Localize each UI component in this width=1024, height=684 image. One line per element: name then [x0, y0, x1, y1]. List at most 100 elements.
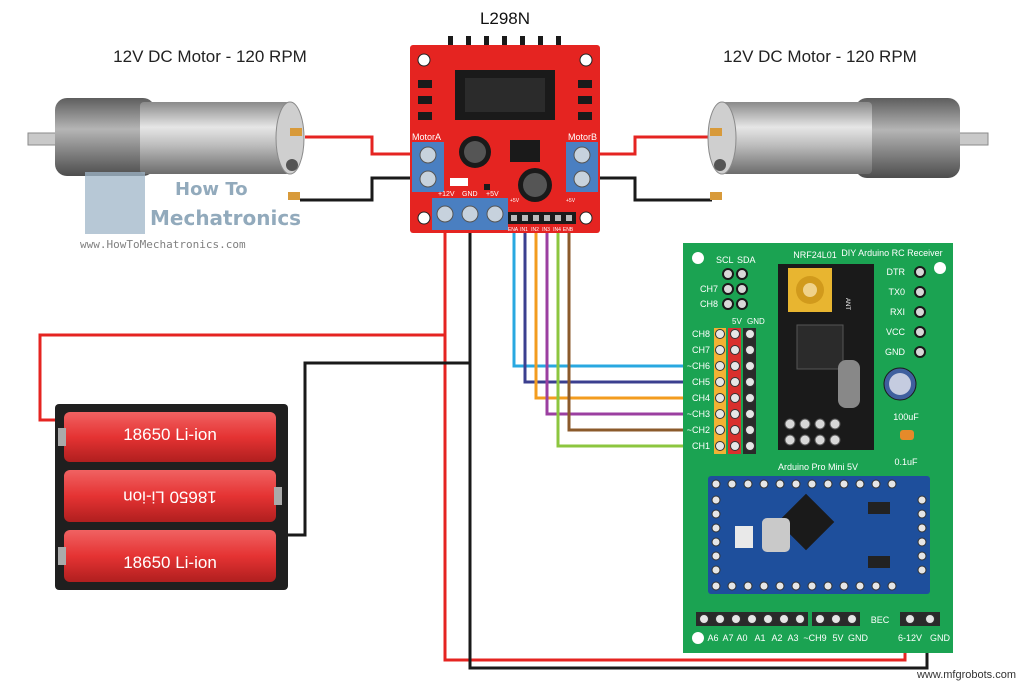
receiver-sda-label: SDA — [737, 255, 756, 265]
power-pin — [925, 614, 935, 624]
pro-mini-pin — [917, 523, 927, 533]
wires — [38, 135, 929, 670]
serial-pin-label: TX0 — [888, 287, 905, 297]
battery-pack: 18650 Li-ion 18650 Li-ion 18650 Li-ion — [55, 404, 288, 590]
bottom-pin — [779, 614, 789, 624]
wire-in2 — [534, 228, 690, 400]
bottom-pin — [731, 614, 741, 624]
wire-motor-left-red — [305, 135, 415, 156]
pro-mini-pin — [743, 479, 753, 489]
bottom-pin-label: A6 — [707, 633, 718, 643]
bottom-pin — [747, 614, 757, 624]
nrf-label: NRF24L01 — [793, 250, 837, 260]
driver-12v-label: +12V — [438, 191, 455, 198]
pro-mini-pin — [887, 581, 897, 591]
nrf-pin — [784, 434, 796, 446]
bottom-pin — [763, 614, 773, 624]
nrf-pin — [814, 418, 826, 430]
battery-cell-2: 18650 Li-ion — [64, 470, 282, 522]
pro-mini-pin — [711, 495, 721, 505]
pro-mini-pin — [711, 537, 721, 547]
motor-right: 12V DC Motor - 120 RPM — [707, 47, 989, 200]
driver-pin-in4: IN4 — [553, 227, 561, 233]
serial-pin — [914, 306, 926, 318]
watermark-url: www.HowToMechatronics.com — [80, 238, 246, 251]
arduino-pro-mini — [708, 476, 930, 594]
serial-pin — [914, 346, 926, 358]
battery-cell-3: 18650 Li-ion — [58, 530, 276, 582]
pro-mini-label: Arduino Pro Mini 5V — [778, 462, 858, 472]
pro-mini-pin — [871, 479, 881, 489]
bottom-pin-label: GND — [848, 633, 869, 643]
channel-label: CH5 — [692, 377, 710, 387]
driver-pin-enb: ENB — [563, 227, 574, 233]
channel-pin — [715, 409, 725, 419]
channel-pin — [745, 345, 755, 355]
pro-mini-pin — [727, 479, 737, 489]
channel-pin — [715, 361, 725, 371]
motor-left: 12V DC Motor - 120 RPM — [27, 47, 307, 200]
bottom-pin — [847, 614, 857, 624]
driver-pin-in2: IN2 — [531, 227, 539, 233]
power-pin — [905, 614, 915, 624]
pro-mini-pin — [917, 565, 927, 575]
wire-motor-right-red — [600, 135, 712, 156]
driver-motor-b-label: MotorB — [568, 132, 597, 142]
pro-mini-pin — [855, 479, 865, 489]
pro-mini-pin — [839, 479, 849, 489]
credit-text: www.mfgrobots.com — [916, 669, 1016, 681]
motor-left-title: 12V DC Motor - 120 RPM — [113, 47, 307, 66]
receiver-scl-label: SCL — [716, 255, 734, 265]
pro-mini-pin — [917, 509, 927, 519]
pro-mini-pin — [711, 509, 721, 519]
rc-receiver-board: DIY Arduino RC Receiver SCL SDA CH7 CH8 … — [683, 243, 953, 653]
motor-right-title: 12V DC Motor - 120 RPM — [723, 47, 917, 66]
l298n-driver: L298N — [410, 9, 600, 233]
bottom-pin-label: A7 — [722, 633, 733, 643]
pro-mini-pin — [791, 581, 801, 591]
driver-pin-in3: IN3 — [542, 227, 550, 233]
serial-pin — [914, 326, 926, 338]
wire-motor-left-black — [300, 176, 415, 202]
wire-ena — [512, 228, 690, 368]
channel-pin — [715, 329, 725, 339]
pro-mini-pin — [887, 479, 897, 489]
aux-header-pin — [736, 298, 748, 310]
bec-label: BEC — [871, 615, 890, 625]
channel-pin — [715, 377, 725, 387]
watermark-line2: Mechatronics — [150, 206, 301, 230]
bottom-pin-label: 5V — [832, 633, 843, 643]
channel-pin — [715, 345, 725, 355]
pro-mini-pin — [759, 581, 769, 591]
pro-mini-pin — [711, 565, 721, 575]
wire-motor-right-black — [600, 176, 712, 202]
aux-header-pin — [736, 268, 748, 280]
channel-pin — [730, 441, 740, 451]
bottom-pin-label: A0 — [736, 633, 747, 643]
channel-pin — [730, 329, 740, 339]
battery-cell-1: 18650 Li-ion — [58, 412, 276, 462]
serial-pin-label: DTR — [887, 267, 906, 277]
receiver-5v-label: 5V — [732, 317, 742, 326]
channel-pin — [730, 409, 740, 419]
driver-header-5v-left: +5V — [510, 198, 520, 204]
bottom-pin-label: A3 — [787, 633, 798, 643]
power-pin-6-12v: 6-12V — [898, 633, 922, 643]
channel-pin — [730, 377, 740, 387]
channel-pin — [745, 329, 755, 339]
pro-mini-pin — [711, 479, 721, 489]
channel-label: CH7 — [692, 345, 710, 355]
serial-pin — [914, 286, 926, 298]
receiver-gnd-label: GND — [747, 317, 765, 326]
channel-label: CH4 — [692, 393, 710, 403]
channel-pin — [730, 361, 740, 371]
driver-title: L298N — [480, 9, 530, 28]
pro-mini-pin — [807, 479, 817, 489]
channel-pin — [715, 425, 725, 435]
driver-5v-label: +5V — [486, 191, 499, 198]
pro-mini-pin — [917, 495, 927, 505]
aux-header-pin — [736, 283, 748, 295]
nrf-pin — [784, 418, 796, 430]
battery-cell-1-label: 18650 Li-ion — [123, 425, 217, 444]
